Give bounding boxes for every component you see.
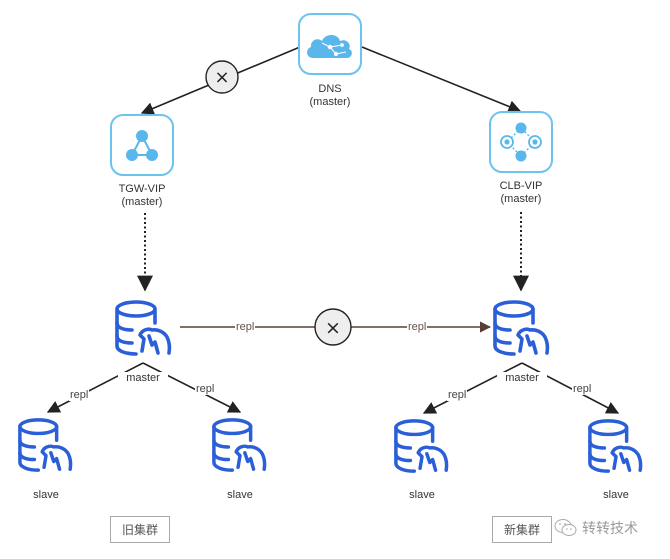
old-cluster-label: 旧集群 [110,516,170,543]
old-slave-1-label: slave [33,489,59,501]
watermark-text: 转转技术 [582,521,638,537]
old-master-label: master [118,372,168,385]
edge-dns-to-clb-vip [361,46,522,113]
node-tgw-vip[interactable] [110,114,174,176]
clb-vip-name: CLB-VIP [499,180,543,192]
watermark: 转转技术 [554,518,638,538]
clb-vip-role: (master) [500,193,542,205]
blocked-marker-dns-tgw: × [205,60,239,94]
node-old-master[interactable] [115,300,172,356]
edge-label-repl-old-to-new-2: repl [407,321,428,333]
edge-label-repl-old-slave-1: repl [69,389,90,401]
tgw-vip-label: TGW-VIP (master) [102,183,182,209]
new-slave-2-label: slave [603,489,629,501]
edge-old-master-to-old-slave-2 [142,362,242,413]
wechat-icon [554,519,577,536]
clb-vip-label: CLB-VIP (master) [481,180,561,206]
edge-label-repl-old-to-new-1: repl [235,321,256,333]
blocked-symbol: × [325,317,341,339]
node-new-slave-1[interactable] [394,419,449,473]
node-old-slave-1[interactable] [18,418,73,472]
node-dns[interactable] [298,13,362,75]
node-clb-vip[interactable] [489,111,553,173]
edge-new-master-to-new-slave-2 [521,362,620,414]
new-slave-1-label: slave [409,489,435,501]
new-cluster-label: 新集群 [492,516,552,543]
node-new-slave-2[interactable] [588,419,643,473]
blocked-symbol: × [214,67,229,88]
dns-role: (master) [309,96,351,108]
edge-old-master-to-old-slave-1 [46,362,144,413]
dns-label: DNS (master) [300,83,360,109]
blocked-marker-repl: × [314,308,352,346]
node-old-slave-2[interactable] [212,418,267,472]
cloud-network-icon [307,35,352,58]
edge-label-repl-old-slave-2: repl [195,383,216,395]
edge-label-repl-new-slave-1: repl [447,389,468,401]
node-new-master[interactable] [493,300,550,356]
tgw-vip-role: (master) [121,196,163,208]
old-slave-2-label: slave [227,489,253,501]
dns-name: DNS [318,83,342,95]
new-master-label: master [497,372,547,385]
edge-label-repl-new-slave-2: repl [572,383,593,395]
tgw-vip-name: TGW-VIP [118,183,166,195]
edge-new-master-to-new-slave-1 [422,362,523,414]
triangle-network-icon [126,130,158,161]
load-balancer-icon [500,122,542,162]
